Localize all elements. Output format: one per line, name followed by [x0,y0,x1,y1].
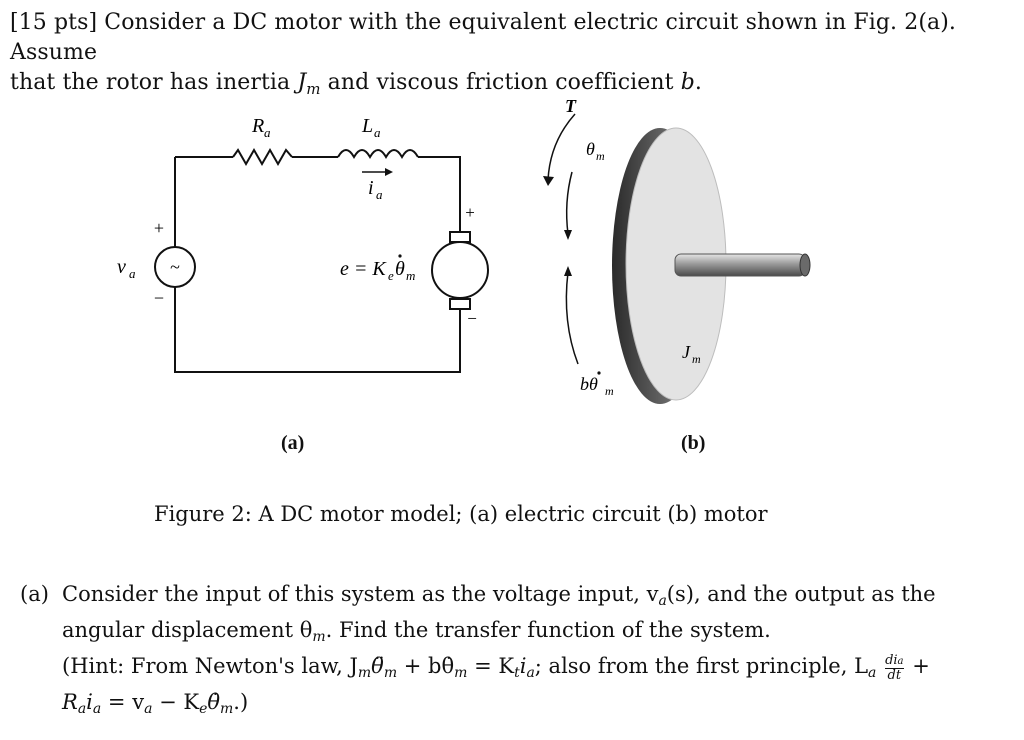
angle-arrowhead [564,230,572,240]
intro-text-2a: that the rotor has inertia [10,70,298,95]
resistor-label: R [251,115,264,137]
hint-i2-sub: a [92,701,102,717]
torque-arrowhead [543,176,554,186]
inertia-label: J [682,342,691,362]
question-text-1-end: (s), and the output as the [666,582,936,606]
resistor-symbol [232,147,293,167]
angle-label-sub: m [596,149,605,163]
angle-arrow [565,171,573,235]
inertia-subscript: m [306,80,321,98]
hint-eq: = K [467,654,515,678]
source-symbol: ~ [170,257,180,277]
motor-brush-bottom [449,298,471,310]
resistor-label-sub: a [264,125,271,140]
question-text-2: angular displacement θ [62,618,313,642]
inertia-symbol: J [297,70,307,95]
hint-end: .) [233,690,249,714]
wire-bottom [174,287,461,373]
panel-label-a: (a) [281,432,305,454]
source-plus: + [154,218,164,238]
points-label: [15 pts] [10,10,98,35]
question-text-1: Consider the input of this system as the… [62,582,659,606]
backemf-theta-sub: m [406,268,415,283]
friction-arrowhead [564,266,572,276]
backemf-dot [398,254,402,258]
friction-label-sub: m [605,384,614,398]
friction-arrow [565,271,579,365]
hint-ke-sub: e [199,701,208,717]
question-sub-1: a [658,593,667,609]
panel-label-b: (b) [681,432,706,454]
source-label-sub: a [129,266,136,281]
friction-label: bθ [580,374,598,394]
hint-k-sub: t [514,665,520,681]
hint-v-sub: a [144,701,153,717]
question-tag: (a) [20,582,49,606]
hint-frac-den: dt [887,667,902,683]
hint-minus: − K [152,690,200,714]
current-label-sub: a [376,187,383,202]
angle-label: θ [586,139,595,159]
hint-r: R [62,690,78,714]
hint-j-sub: m [357,665,372,681]
hint-theta-dot: θ̇ [207,690,221,714]
backemf-theta: θ [395,258,405,280]
question-text-2-end: . Find the transfer function of the syst… [325,618,771,642]
friction-symbol: b [680,70,695,95]
inductor-label-sub: a [374,125,381,140]
hint-b-sub: m [454,665,468,681]
hint-plus: + [905,654,930,678]
problem-intro: [15 pts] Consider a DC motor with the eq… [10,8,1010,104]
source-label: v [117,256,126,278]
friction-dot [597,371,601,375]
intro-text-2c: . [694,70,702,95]
hint-theta-sub: m [383,665,398,681]
hint-i-sub: a [526,665,535,681]
source-minus: − [154,288,164,308]
intro-text-2b: and viscous friction coefficient [320,70,681,95]
motor-minus: − [467,309,477,328]
hint-r-sub: a [77,701,87,717]
figure-caption: Figure 2: A DC motor model; (a) electric… [154,502,768,526]
hint-l-sub: a [868,665,877,681]
backemf-equation: e = K [340,258,387,280]
hint-start: (Hint: From Newton's law, J [62,654,358,678]
shaft-end [799,253,811,277]
hint-frac-num: di [885,652,898,668]
intro-line-1: [15 pts] Consider a DC motor with the eq… [10,8,1010,68]
current-label: i [368,177,374,199]
hint-frac-num-sub: a [897,655,904,667]
motor-plus: + [465,203,475,222]
hint-theta-dot-sub: m [220,701,234,717]
wire-top-right [418,156,461,232]
current-arrowhead [385,168,393,176]
hint-i: i [519,654,527,678]
intro-text-1: Consider a DC motor with the equivalent … [10,10,957,65]
motor-diagram: T θ m bθ m J m [543,96,811,404]
motor-brush-top [449,231,471,243]
hint-i2: i [86,690,93,714]
inductor-label: L [361,115,373,137]
motor-symbol [431,241,489,299]
inductor-symbol [337,149,419,160]
intro-line-2: that the rotor has inertia Jm and viscou… [10,68,1010,104]
question-line-3: (Hint: From Newton's law, Jmθ̈m + bθ̇m =… [20,652,1010,688]
torque-arrow [547,113,576,181]
hint-eq2: = v [101,690,145,714]
voltage-source [154,246,196,288]
circuit-diagram: ~ + − v a R a L a i a + − e = K e θ m [117,115,489,373]
hint-b-term: + bθ̇ [397,654,455,678]
backemf-k-sub: e [388,268,394,283]
hint-middle: ; also from the first principle, L [534,654,869,678]
question-line-2: angular displacement θm. Find the transf… [20,616,1010,652]
inertia-label-sub: m [692,352,701,366]
question-a: (a) Consider the input of this system as … [20,580,1010,724]
torque-label: T [565,96,577,116]
hint-theta-ddot: θ̈ [371,654,384,678]
shaft [674,253,806,277]
question-line-4: Raia = va − Keθ̇m.) [20,688,1010,724]
question-line-1: (a) Consider the input of this system as … [20,580,1010,616]
question-sub-2: m [312,629,326,645]
